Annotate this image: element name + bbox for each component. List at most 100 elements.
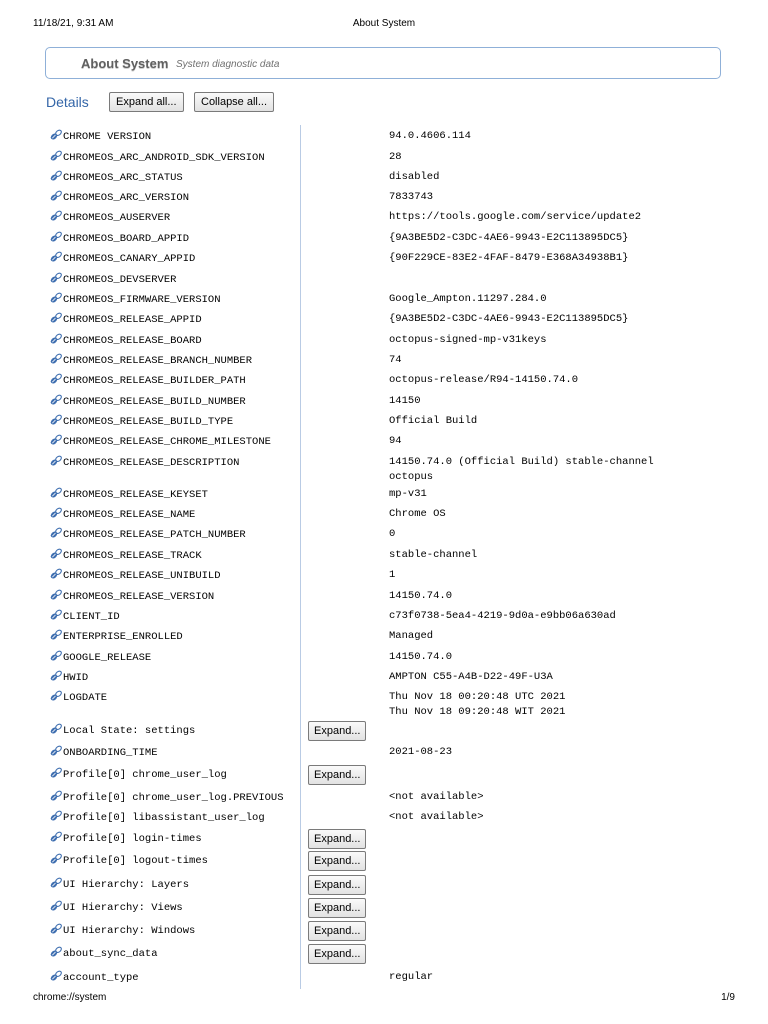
row-name: CHROMEOS_RELEASE_UNIBUILD xyxy=(50,568,221,582)
expand-button[interactable]: Expand... xyxy=(308,898,367,918)
link-icon[interactable] xyxy=(50,650,63,661)
print-title: About System xyxy=(352,18,416,29)
row-name-label: CHROMEOS_DEVSERVER xyxy=(63,274,177,286)
row-value: Thu Nov 18 00:20:48 UTC 2021 Thu Nov 18 … xyxy=(389,691,566,718)
link-icon[interactable] xyxy=(50,877,63,888)
row-value: https://tools.google.com/service/update2 xyxy=(389,211,642,223)
row-name-label: CHROMEOS_RELEASE_CHROME_MILESTONE xyxy=(63,436,271,448)
row-name: CHROMEOS_RELEASE_KEYSET xyxy=(50,487,208,501)
row-name: CHROMEOS_RELEASE_BUILDER_PATH xyxy=(50,373,246,387)
expand-button[interactable]: Expand... xyxy=(308,765,367,785)
row-name-label: CHROMEOS_FIRMWARE_VERSION xyxy=(63,294,221,306)
link-icon[interactable] xyxy=(50,609,63,620)
row-name-label: CHROMEOS_RELEASE_NAME xyxy=(63,509,196,521)
link-icon[interactable] xyxy=(50,251,63,262)
row-name-label: UI Hierarchy: Views xyxy=(63,902,183,914)
row-value: <not available> xyxy=(389,791,484,803)
row-name: GOOGLE_RELEASE xyxy=(50,650,151,664)
link-icon[interactable] xyxy=(50,312,63,323)
row-name-label: CHROMEOS_RELEASE_KEYSET xyxy=(63,489,208,501)
link-icon[interactable] xyxy=(50,670,63,681)
row-name: Profile[0] libassistant_user_log xyxy=(50,810,265,824)
link-icon[interactable] xyxy=(50,414,63,425)
row-name: CHROMEOS_RELEASE_BUILD_TYPE xyxy=(50,414,233,428)
link-icon[interactable] xyxy=(50,767,63,778)
row-value: 94 xyxy=(389,435,402,447)
row-value: octopus-release/R94-14150.74.0 xyxy=(389,374,579,386)
link-icon[interactable] xyxy=(50,810,63,821)
link-icon[interactable] xyxy=(50,210,63,221)
row-name: CHROMEOS_RELEASE_TRACK xyxy=(50,548,202,562)
row-name: CHROMEOS_RELEASE_BRANCH_NUMBER xyxy=(50,353,252,367)
link-icon[interactable] xyxy=(50,129,63,140)
row-name-label: CHROMEOS_AUSERVER xyxy=(63,212,171,224)
expand-button[interactable]: Expand... xyxy=(308,944,367,964)
row-value: {9A3BE5D2-C3DC-4AE6-9943-E2C113895DC5} xyxy=(389,232,629,244)
collapse-all-button[interactable]: Collapse all... xyxy=(194,92,275,112)
row-name-label: CHROMEOS_RELEASE_VERSION xyxy=(63,591,215,603)
row-value: Chrome OS xyxy=(389,508,446,520)
row-value: Managed xyxy=(389,630,434,642)
link-icon[interactable] xyxy=(50,353,63,364)
link-icon[interactable] xyxy=(50,946,63,957)
row-name: CHROMEOS_RELEASE_CHROME_MILESTONE xyxy=(50,434,271,448)
row-name: Local State: settings xyxy=(50,723,195,737)
row-name: CHROMEOS_DEVSERVER xyxy=(50,272,176,286)
row-name-label: UI Hierarchy: Layers xyxy=(63,879,190,891)
expand-button[interactable]: Expand... xyxy=(308,921,367,941)
link-icon[interactable] xyxy=(50,790,63,801)
row-name-label: CHROMEOS_RELEASE_UNIBUILD xyxy=(63,570,221,582)
row-value: 0 xyxy=(389,528,396,540)
link-icon[interactable] xyxy=(50,923,63,934)
link-icon[interactable] xyxy=(50,434,63,445)
row-name-label: ONBOARDING_TIME xyxy=(63,747,158,759)
link-icon[interactable] xyxy=(50,690,63,701)
link-icon[interactable] xyxy=(50,853,63,864)
row-value: 94.0.4606.114 xyxy=(389,130,471,142)
row-name: CHROMEOS_RELEASE_BOARD xyxy=(50,333,202,347)
row-name: CHROMEOS_FIRMWARE_VERSION xyxy=(50,292,221,306)
link-icon[interactable] xyxy=(50,723,63,734)
link-icon[interactable] xyxy=(50,150,63,161)
link-icon[interactable] xyxy=(50,373,63,384)
link-icon[interactable] xyxy=(50,548,63,559)
link-icon[interactable] xyxy=(50,455,63,466)
row-name-label: Profile[0] login-times xyxy=(63,833,202,845)
link-icon[interactable] xyxy=(50,629,63,640)
expand-all-button[interactable]: Expand all... xyxy=(109,92,184,112)
link-icon[interactable] xyxy=(50,170,63,181)
expand-button[interactable]: Expand... xyxy=(308,875,367,895)
link-icon[interactable] xyxy=(50,231,63,242)
row-name-label: LOGDATE xyxy=(63,692,108,704)
expand-button[interactable]: Expand... xyxy=(308,851,367,871)
row-name: about_sync_data xyxy=(50,946,158,960)
link-icon[interactable] xyxy=(50,272,63,283)
row-name: CHROMEOS_AUSERVER xyxy=(50,210,170,224)
link-icon[interactable] xyxy=(50,507,63,518)
row-value: mp-v31 xyxy=(389,488,427,500)
row-name-label: Profile[0] chrome_user_log.PREVIOUS xyxy=(63,792,284,804)
row-value: 28 xyxy=(389,151,402,163)
row-value: AMPTON C55-A4B-D22-49F-U3A xyxy=(389,671,553,683)
link-icon[interactable] xyxy=(50,831,63,842)
page-subtitle: System diagnostic data xyxy=(176,59,280,70)
link-icon[interactable] xyxy=(50,487,63,498)
row-name-label: GOOGLE_RELEASE xyxy=(63,652,152,664)
row-name: CHROMEOS_ARC_STATUS xyxy=(50,170,183,184)
expand-button[interactable]: Expand... xyxy=(308,829,367,849)
row-name-label: UI Hierarchy: Windows xyxy=(63,925,196,937)
link-icon[interactable] xyxy=(50,333,63,344)
row-name: CHROMEOS_RELEASE_BUILD_NUMBER xyxy=(50,394,246,408)
link-icon[interactable] xyxy=(50,527,63,538)
link-icon[interactable] xyxy=(50,190,63,201)
row-name: CHROMEOS_ARC_ANDROID_SDK_VERSION xyxy=(50,150,265,164)
link-icon[interactable] xyxy=(50,394,63,405)
link-icon[interactable] xyxy=(50,745,63,756)
expand-button[interactable]: Expand... xyxy=(308,721,367,741)
link-icon[interactable] xyxy=(50,900,63,911)
link-icon[interactable] xyxy=(50,292,63,303)
row-value: <not available> xyxy=(389,811,484,823)
link-icon[interactable] xyxy=(50,589,63,600)
link-icon[interactable] xyxy=(50,970,63,981)
link-icon[interactable] xyxy=(50,568,63,579)
